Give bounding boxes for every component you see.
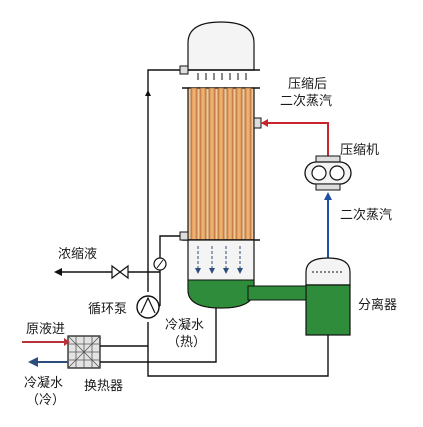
label-secondary-vapor: 二次蒸汽 xyxy=(340,208,393,223)
compressed-vapor-pipe xyxy=(262,122,329,158)
bottom-liquid xyxy=(187,279,255,309)
liquid-transfer-channel xyxy=(247,285,307,301)
circulation-pump xyxy=(136,295,160,319)
column-top-head xyxy=(187,21,255,71)
label-condensate-hot-2: （热） xyxy=(167,335,207,350)
label-condensate-hot-1: 冷凝水 xyxy=(165,318,205,333)
label-condensate-cold-1: 冷凝水 xyxy=(24,376,64,391)
separator-vessel xyxy=(305,257,351,336)
label-heat-exchanger: 换热器 xyxy=(84,379,124,394)
label-compressed-vapor-2: 二次蒸汽 xyxy=(280,94,333,109)
compressor xyxy=(304,155,352,191)
heat-exchanger xyxy=(67,335,101,369)
feed-nozzle-top xyxy=(179,65,189,75)
process-lines xyxy=(60,69,329,377)
falling-film-arrows xyxy=(197,246,241,268)
label-raw-liquid-in: 原液进 xyxy=(26,322,66,337)
circulation-nozzle xyxy=(179,231,189,241)
label-compressor: 压缩机 xyxy=(340,143,380,158)
concentrate-valve xyxy=(111,264,129,280)
label-compressed-vapor-1: 压缩后 xyxy=(288,77,328,92)
evaporator-column xyxy=(179,21,262,309)
steam-inlet-nozzle xyxy=(253,117,262,129)
heating-tubes xyxy=(190,87,252,241)
label-condensate-cold-2: （冷） xyxy=(26,393,66,408)
label-separator: 分离器 xyxy=(358,298,398,313)
spray-arrows xyxy=(197,73,247,80)
label-concentrate: 浓缩液 xyxy=(58,247,98,262)
label-circulation-pump: 循环泵 xyxy=(88,302,128,317)
